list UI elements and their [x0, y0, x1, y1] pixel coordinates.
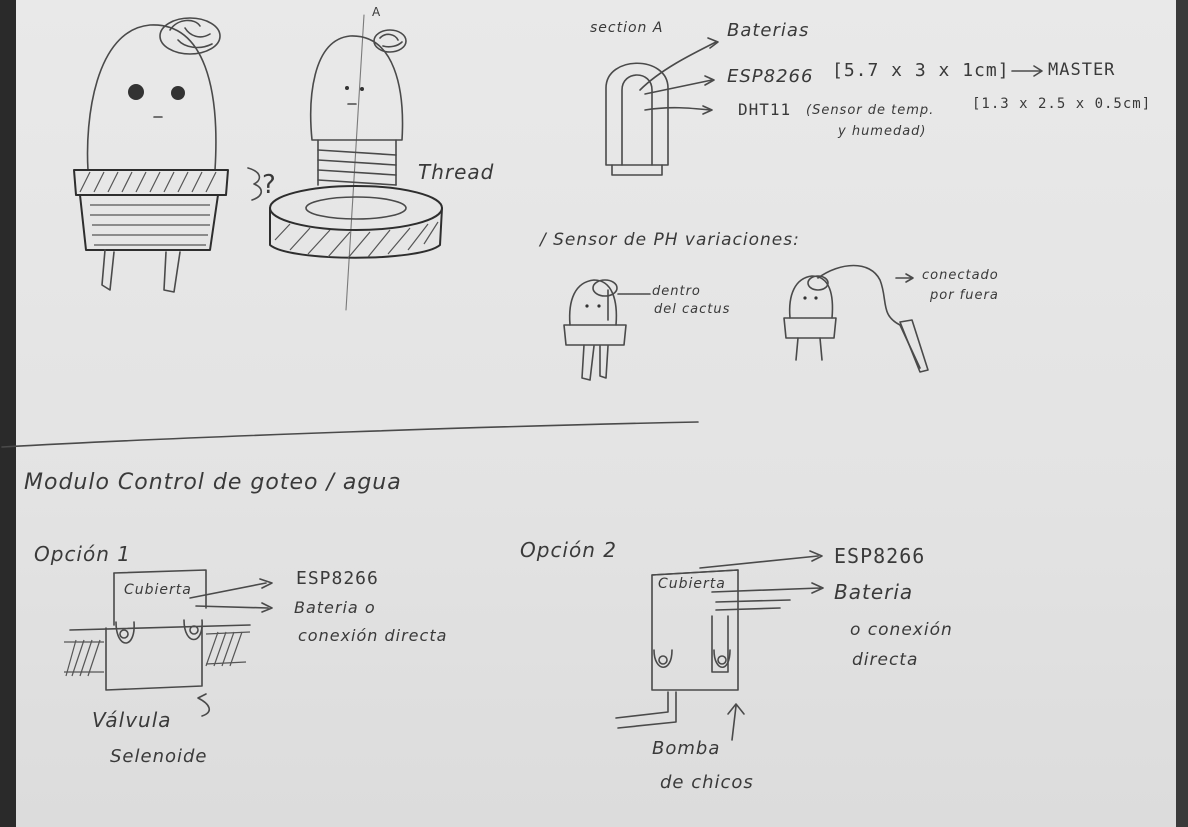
option2-alt-line1: o conexión — [850, 620, 953, 640]
arrow-line-esp — [645, 80, 712, 94]
section-a-device-drawing — [606, 38, 718, 175]
marker-a: A — [372, 5, 381, 19]
dht-dimensions: [1.3 x 2.5 x 0.5cm] — [972, 96, 1151, 112]
ph-section-title: / Sensor de PH variaciones: — [540, 230, 800, 250]
arrow-opt2-pump — [728, 704, 744, 740]
flower-icon-small — [374, 30, 406, 52]
master-label: MASTER — [1048, 60, 1115, 80]
arrow-label-baterias: Baterias — [727, 20, 809, 41]
pot-body-hatch — [90, 205, 210, 245]
cactus-eye-left — [128, 84, 144, 100]
option2-box-label: Cubierta — [658, 576, 726, 592]
dht-note-line1: (Sensor de temp. — [806, 103, 934, 118]
ph-probe-cable — [818, 266, 920, 369]
thread-label: Thread — [418, 160, 494, 184]
arrow-opt2-esp — [700, 551, 822, 568]
option2-pump-line2: de chicos — [660, 772, 754, 793]
cactus-eye-right — [171, 86, 185, 100]
option2-arrow2-label: Bateria — [834, 580, 913, 604]
ph-cactus-outside-drawing — [784, 266, 928, 373]
right-edge-shadow — [1176, 0, 1188, 827]
option2-arrow1-label: ESP8266 — [834, 544, 925, 568]
ph-inside-line2: del cactus — [654, 302, 730, 317]
arrow-opt1-bat — [196, 603, 272, 612]
ph-inside-line1: dentro — [652, 284, 701, 299]
question-mark-drawing — [248, 168, 261, 200]
esp-dimensions: [5.7 x 3 x 1cm] — [832, 60, 1010, 81]
pipe-hatch-right — [206, 632, 250, 666]
option1-box-label: Cubierta — [124, 582, 192, 598]
ph-cactus-inside-drawing — [564, 280, 650, 380]
option1-arrow2-line1: Bateria o — [294, 598, 376, 617]
option1-title: Opción 1 — [34, 542, 131, 566]
cactus-drawing-large — [74, 18, 228, 292]
ph-outside-line2: por fuera — [930, 288, 999, 303]
left-edge-shadow — [0, 0, 16, 827]
question-mark: ? — [262, 170, 277, 200]
option2-alt-line2: directa — [852, 650, 918, 670]
dht-note-line2: y humedad) — [838, 124, 927, 139]
option1-arrow1-label: ESP8266 — [296, 568, 379, 589]
option1-valve-line2: Selenoide — [110, 746, 208, 767]
option1-valve-line1: Válvula — [92, 708, 172, 732]
ph-outside-line1: conectado — [922, 268, 999, 283]
option2-title: Opción 2 — [520, 538, 617, 562]
arrow-opt1-esp — [190, 579, 272, 598]
flower-icon — [160, 18, 220, 54]
arrow-label-esp8266: ESP8266 — [727, 66, 813, 87]
ring-hatch — [275, 222, 438, 258]
option1-arrow2-line2: conexión directa — [298, 626, 447, 645]
section-a-label: section A — [590, 20, 663, 36]
arrow-to-master — [1012, 66, 1042, 76]
section-divider — [2, 422, 698, 447]
option2-pump-line1: Bomba — [652, 738, 720, 759]
pot-rim-hatch — [80, 172, 216, 192]
pipe-hatch-left — [64, 640, 104, 676]
arrow-opt2-bat — [712, 583, 823, 593]
arrow-label-dht11: DHT11 — [738, 100, 791, 119]
arrow-opt1-valve — [198, 694, 209, 716]
module-title: Modulo Control de goteo / agua — [24, 470, 402, 495]
arrow-line-dht — [645, 108, 710, 110]
cactus-drawing-threaded — [270, 15, 442, 310]
